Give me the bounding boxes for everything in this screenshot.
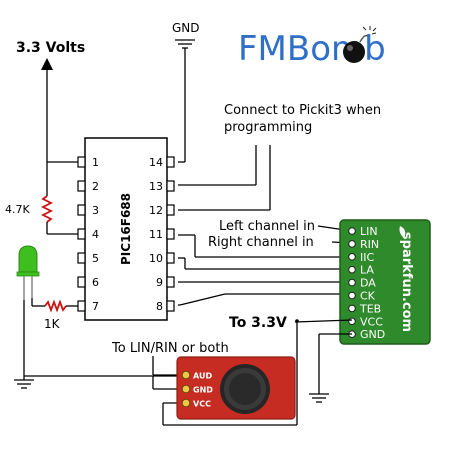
chip-pin-right: 8 — [156, 300, 175, 313]
chip-pin-number: 7 — [92, 300, 99, 313]
board-pin-label: LA — [360, 264, 374, 277]
chip-pin-number: 6 — [92, 276, 99, 289]
mic-pin: AUD — [181, 370, 212, 381]
board-pin-label: DA — [360, 277, 376, 290]
chip-pin-left: 2 — [77, 180, 99, 193]
chip-pin-number: 3 — [92, 204, 99, 217]
chip-pin-left: 3 — [77, 204, 99, 217]
board-pin: DA — [348, 277, 376, 290]
board-pin-label: TEB — [359, 302, 381, 315]
chip-pin-left: 5 — [77, 252, 99, 265]
board-pin: LA — [348, 264, 374, 277]
chip-pin-left: 6 — [77, 276, 99, 289]
board-pin-label: IIC — [360, 251, 374, 264]
chip-pin-number: 12 — [149, 204, 163, 217]
gnd-label: GND — [172, 21, 200, 35]
chip-pin-right: 11 — [149, 228, 175, 241]
chip-pin-number: 4 — [92, 228, 99, 241]
supply-arrow-icon — [41, 58, 53, 70]
board-pin: IIC — [348, 251, 374, 264]
resistor-1k-label: 1K — [44, 317, 61, 331]
chip-pin-left: 1 — [77, 156, 99, 169]
board-pin-label: VCC — [360, 315, 383, 328]
board-pin-label: CK — [360, 290, 376, 303]
board-pin: RIN — [348, 238, 379, 251]
sparkfun-flame-icon — [399, 226, 406, 238]
ground-symbol-led — [14, 379, 34, 389]
right-channel-label: Right channel in — [208, 235, 314, 250]
board-pin: TEB — [348, 302, 381, 315]
ground-symbol-board — [309, 393, 329, 403]
chip-pin-right: 10 — [149, 252, 175, 265]
bomb-icon — [343, 26, 377, 63]
chip-pin-right: 14 — [149, 156, 175, 169]
chip-pin-number: 8 — [156, 300, 163, 313]
mic-note: To LIN/RIN or both — [111, 341, 229, 356]
board-pin-label: RIN — [360, 238, 379, 251]
chip-pin-number: 9 — [156, 276, 163, 289]
ground-symbol-top — [175, 39, 195, 49]
mic-pin-label: AUD — [193, 372, 212, 381]
microphone-icon — [220, 364, 270, 414]
to-33v-label: To 3.3V — [229, 315, 287, 331]
chip-pin-number: 14 — [149, 156, 163, 169]
chip-pin-number: 2 — [92, 180, 99, 193]
led-icon — [16, 245, 40, 300]
chip-pin-number: 10 — [149, 252, 163, 265]
chip-pin-right: 12 — [149, 204, 175, 217]
resistor-4k7-label: 4.7K — [5, 203, 30, 216]
chip-pin-right: 13 — [149, 180, 175, 193]
resistor-1k — [44, 299, 67, 313]
board-pin: LIN — [348, 225, 378, 238]
chip-pin-left: 4 — [77, 228, 99, 241]
mic-pin: GND — [181, 384, 213, 395]
fm-transmitter-board — [339, 219, 431, 345]
chip-pin-number: 5 — [92, 252, 99, 265]
left-channel-label: Left channel in — [219, 219, 315, 234]
mic-pin-label: GND — [193, 386, 213, 395]
board-pin-label: LIN — [360, 225, 378, 238]
board-brand: sparkfun.com — [399, 232, 414, 332]
supply-voltage-label: 3.3 Volts — [16, 40, 85, 56]
chip-pin-number: 1 — [92, 156, 99, 169]
resistor-4k7 — [40, 195, 54, 223]
board-pin: CK — [348, 290, 376, 303]
pic-chip-label: PIC16F688 — [119, 193, 133, 265]
board-pin-label: GND — [360, 328, 385, 341]
mic-pin-label: VCC — [193, 400, 211, 409]
chip-pin-number: 11 — [149, 228, 163, 241]
programming-note: Connect to Pickit3 when programming — [224, 103, 385, 135]
chip-pin-right: 9 — [156, 276, 175, 289]
chip-pin-number: 13 — [149, 180, 163, 193]
mic-pin: VCC — [181, 398, 211, 409]
